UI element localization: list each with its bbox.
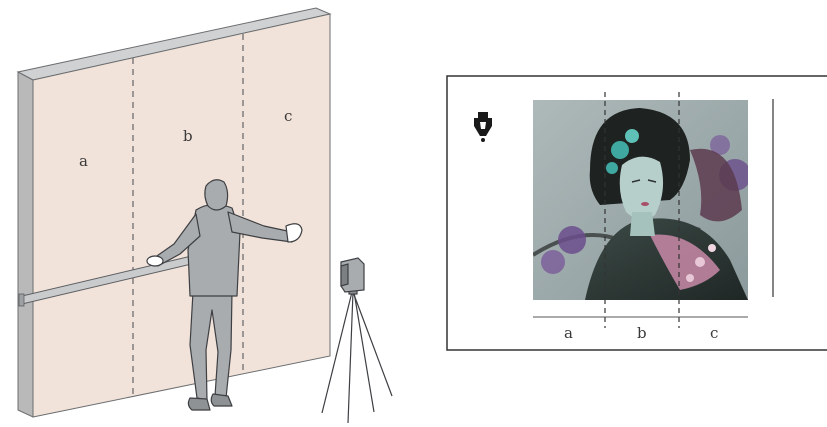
wall-edge — [18, 72, 33, 417]
person-foot-left — [188, 398, 210, 410]
tripod-leg-2 — [354, 292, 374, 412]
wall-label-b: b — [183, 127, 193, 145]
wall-label-c: c — [284, 107, 292, 125]
tripod-leg-4 — [348, 292, 353, 423]
wall: a b c — [18, 8, 330, 417]
person-foot-right — [211, 394, 232, 406]
wall-label-a: a — [79, 152, 88, 170]
print-frame: a b c — [447, 76, 827, 350]
person-hand-left — [147, 256, 163, 266]
print-label-b: b — [637, 324, 647, 342]
tripod-leg-3 — [353, 292, 392, 396]
wall-front — [33, 14, 330, 417]
print-label-c: c — [710, 324, 718, 342]
print-label-a: a — [564, 324, 573, 342]
tripod-camera — [322, 258, 392, 423]
portrait-photo — [533, 100, 751, 300]
camera-lens — [341, 264, 348, 286]
person-head — [205, 180, 228, 210]
